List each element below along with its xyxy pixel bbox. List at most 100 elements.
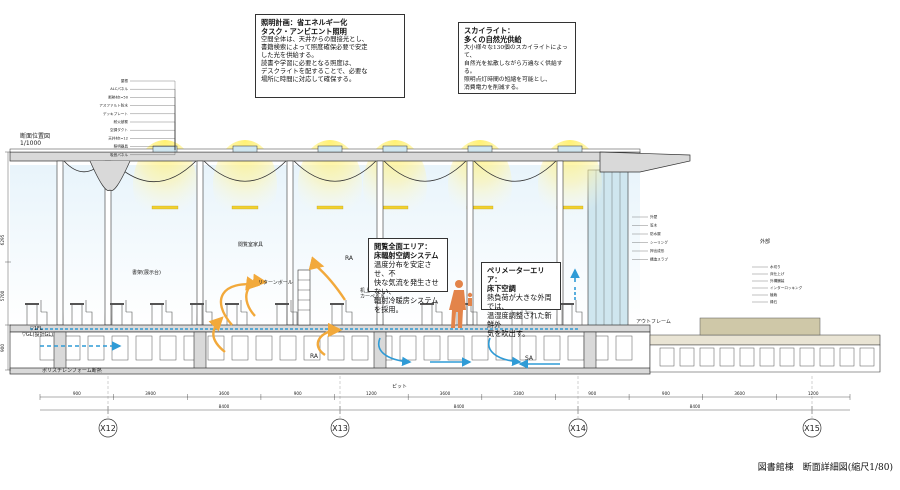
left-note: 屋根: [121, 78, 129, 83]
callout-perimeter: ペリメーターエリア： 床下空調 熱負荷が大きな外周では、 温湿度調整された新鮮外…: [481, 262, 561, 338]
light-glow: [213, 140, 277, 230]
pit-cell: [615, 335, 633, 361]
height-dimensions: [5, 151, 11, 371]
label-furniture: 閲覧室家具: [238, 241, 263, 248]
skylight: [557, 145, 583, 153]
dim-span-value: 8400: [219, 404, 230, 409]
desk-top: [275, 303, 289, 305]
label-outer-frame: アウトフレーム: [636, 318, 671, 325]
pit-cell: [279, 335, 297, 361]
foundation-beam: [193, 331, 207, 373]
right-annotation-notes: 外壁笠木防水層シーリング押出成形構造スラブ水切り床仕上げ外構舗装インターロッキン…: [632, 214, 803, 304]
pit-cell: [159, 335, 177, 361]
exterior-cell: [699, 347, 715, 367]
light-diffuser: [231, 205, 259, 210]
pit-cell: [447, 335, 465, 361]
callout-floor-radiant: 閲覧全面エリア： 床輻射空調システム 温度分布を安定させ、不 快な気流を発生させ…: [368, 238, 448, 314]
arch-vault: [293, 160, 377, 182]
callout-skylight: スカイライト： 多くの自然光供給 大小様々な130個のスカイライトによって、 自…: [458, 22, 576, 94]
callout-floor-radiant-body: 温度分布を安定させ、不 快な気流を発生させない、 輻射冷暖房システムを採用。: [374, 260, 439, 314]
left-note: 断熱材t=50: [108, 94, 128, 99]
chair: [435, 300, 443, 325]
drawing-title: 図書館棟 断面詳細図(縮尺1/80): [758, 461, 893, 473]
chair: [575, 300, 583, 325]
right-note: 植栽: [770, 292, 778, 297]
chair: [345, 300, 353, 325]
axis-label: X15: [804, 424, 820, 433]
label-sa: SA: [525, 355, 534, 362]
light-glow: [298, 140, 362, 230]
exterior-cell: [819, 347, 835, 367]
light-diffuser: [316, 205, 344, 210]
arch-vault: [473, 160, 557, 182]
skylight: [232, 145, 258, 153]
column-capital: [89, 160, 131, 191]
pit-cell: [207, 335, 225, 361]
label-pit: ピット: [392, 384, 407, 390]
exterior-cell: [759, 347, 775, 367]
dim-sub-value: 3600: [734, 391, 745, 396]
exterior-cell: [779, 347, 795, 367]
desk-top: [560, 303, 574, 305]
desk-top: [225, 303, 239, 305]
dim-height-ceiling: 5700: [0, 290, 5, 301]
pit-cell: [135, 335, 153, 361]
person-standing: [449, 280, 466, 328]
exterior-cell: [839, 347, 855, 367]
right-note: 縁石: [770, 299, 778, 304]
callout-lighting-body: 空間全体は、天井からの間接光とし、 書籍検索によって照度確保必要で安定 した光を…: [261, 36, 369, 83]
left-note: 空調ダクト: [110, 127, 128, 132]
roof-cantilever: [599, 151, 691, 173]
arch-vault: [383, 160, 467, 182]
pit-cell: [351, 335, 369, 361]
pit-cell: [303, 335, 321, 361]
desk-top: [330, 303, 344, 305]
bookshelf: [297, 269, 311, 326]
exterior-beams: [659, 347, 875, 367]
light-diffuser: [151, 205, 179, 210]
exterior-cell: [859, 347, 875, 367]
desk-top: [150, 303, 164, 305]
roof-slab: [9, 151, 641, 162]
exterior-cell: [659, 347, 675, 367]
pit-cell: [543, 335, 561, 361]
dim-sub-value: 900: [294, 391, 302, 396]
label-ra-top: RA: [345, 255, 354, 262]
dim-sub-value: 900: [588, 391, 596, 396]
skylights: [152, 145, 583, 153]
airflow-cool: [40, 268, 580, 369]
chair: [165, 300, 173, 325]
planting-bed: [699, 317, 821, 336]
foundation-slab: [9, 367, 651, 375]
axis-label: X13: [332, 424, 348, 433]
chair: [40, 300, 48, 325]
label-1fl: ▽1FL: [30, 326, 43, 332]
desk-top: [70, 303, 84, 305]
desk-top: [420, 303, 434, 305]
pit-cell: [495, 335, 513, 361]
chair: [240, 300, 248, 325]
left-note: 吸音パネル: [110, 152, 128, 157]
pit-cell: [111, 335, 129, 361]
right-note: 外構舗装: [770, 278, 785, 283]
pit-cell: [423, 335, 441, 361]
callout-perimeter-body: 熱負荷が大きな外周では、 温湿度調整された新鮮外 気を吹出す。: [487, 293, 552, 338]
chair: [85, 300, 93, 325]
pit-cell: [63, 335, 81, 361]
right-note: 水切り: [770, 264, 781, 269]
exterior-cell: [739, 347, 755, 367]
foundation-beam: [583, 331, 597, 373]
pit-cell: [471, 335, 489, 361]
pit-cell: [39, 335, 57, 361]
person-seated: [467, 292, 473, 306]
pit-cell: [87, 335, 105, 361]
left-annotation-notes: 屋根ALCパネル断熱材t=50アスファルト防水デッキプレート耐火被覆空調ダクト天…: [99, 78, 176, 157]
dim-sub-value: 900: [662, 391, 670, 396]
axis-bubble: [330, 418, 350, 438]
arch-vault: [203, 160, 287, 182]
dim-height-pit: 900: [0, 344, 5, 352]
exterior-cell: [799, 347, 815, 367]
